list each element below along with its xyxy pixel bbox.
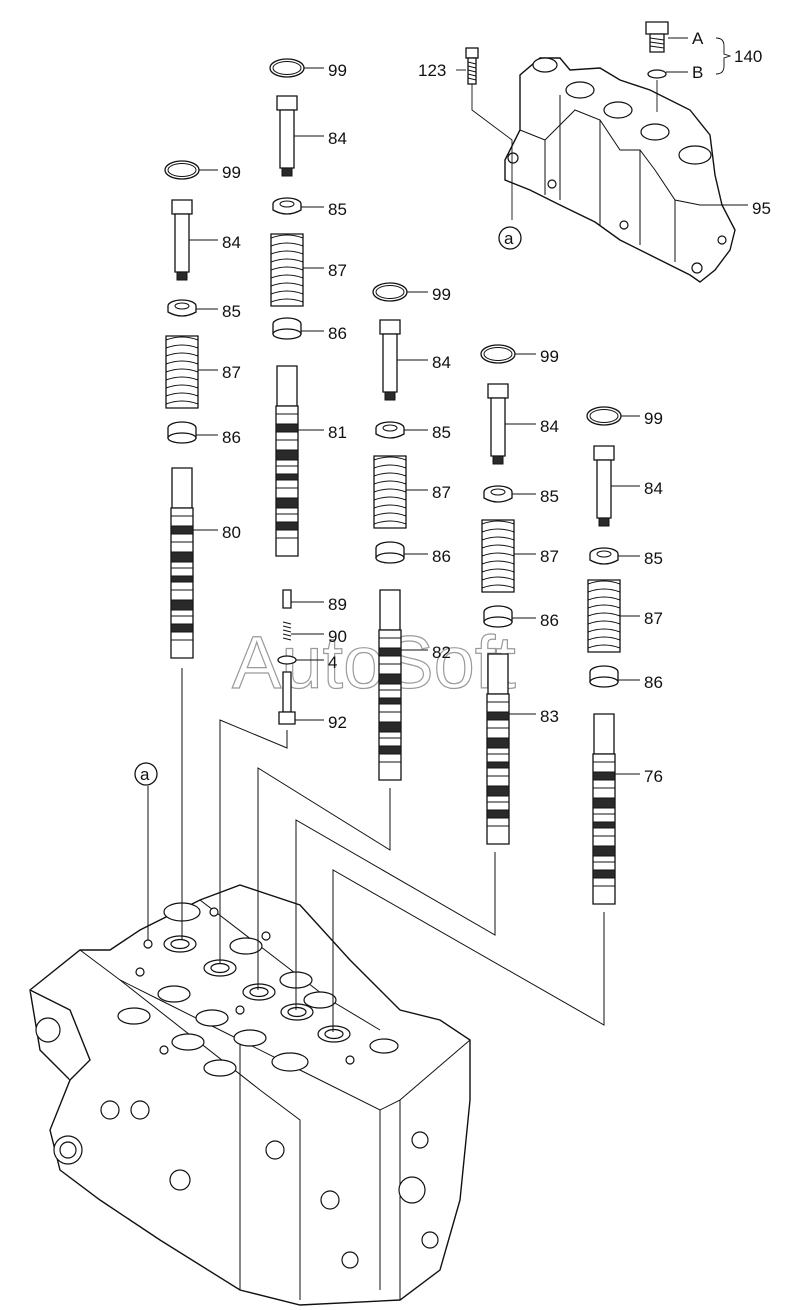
- label-spool-c-seat-bottom: 86: [432, 547, 451, 566]
- label-spool-b-seat-bottom: 86: [328, 324, 347, 343]
- label-spool-b-spool: 81: [328, 423, 347, 442]
- spool-assembly-76: 99 84 85 87 86 76: [586, 406, 663, 905]
- label-spool-c-seal: 99: [432, 285, 451, 304]
- label-spool-e-seat-top: 85: [644, 549, 663, 568]
- label-spool-b-spring: 87: [328, 261, 347, 280]
- label-spool-d-seat-bottom: 86: [540, 611, 559, 630]
- label-plug-a: A: [692, 29, 704, 48]
- label-spool-a-seat-top: 85: [222, 302, 241, 321]
- label-spool-d-spool: 83: [540, 707, 559, 726]
- valve-cover: [504, 57, 736, 283]
- label-spool-e-plug: 84: [644, 479, 663, 498]
- label-spool-b-pin: 89: [328, 595, 347, 614]
- label-spool-e-seat-bottom: 86: [644, 673, 663, 692]
- label-spool-a-seat-bottom: 86: [222, 428, 241, 447]
- label-spool-e-spool: 76: [644, 767, 663, 786]
- label-spool-b-seal: 99: [328, 61, 347, 80]
- valve-bores: [117, 902, 399, 1077]
- label-spool-c-plug: 84: [432, 353, 451, 372]
- cover-bolt: 123: [418, 47, 513, 220]
- ref-marker-bottom: a: [134, 762, 158, 786]
- label-cover: 95: [752, 199, 771, 218]
- label-ref-a-bottom: a: [140, 765, 150, 784]
- label-spool-a-spool: 80: [222, 523, 241, 542]
- label-spool-e-spring: 87: [644, 609, 663, 628]
- label-ref-a-top: a: [504, 229, 514, 248]
- spool-assembly-83: 99 84 85 87 86 83: [480, 344, 559, 845]
- label-spool-d-spring: 87: [540, 547, 559, 566]
- label-spool-d-plug: 84: [540, 417, 559, 436]
- label-spool-c-spring: 87: [432, 483, 451, 502]
- label-spool-a-plug: 84: [222, 233, 241, 252]
- label-plug-set: 140: [734, 47, 762, 66]
- label-spool-a-seal: 99: [222, 163, 241, 182]
- ref-marker-top: a: [498, 226, 522, 250]
- spool-assembly-80: 99 84 85 87 86 80: [164, 160, 241, 659]
- label-spool-e-seal: 99: [644, 409, 663, 428]
- label-spool-a-spring: 87: [222, 363, 241, 382]
- label-spool-d-seal: 99: [540, 347, 559, 366]
- valve-body: [29, 884, 471, 1306]
- label-plug-b: B: [692, 63, 703, 82]
- spool-assembly-82: 99 84 85 87 86 82: [372, 282, 451, 781]
- label-spool-b-ring: 4: [328, 653, 337, 672]
- routing-lines: [147, 668, 605, 1032]
- label-spool-c-seat-top: 85: [432, 423, 451, 442]
- label-spool-c-spool: 82: [432, 643, 451, 662]
- label-spool-d-seat-top: 85: [540, 487, 559, 506]
- spool-assembly-81: 99 84 85 87 86 81 89 90 4 92: [269, 58, 347, 732]
- watermark: AutoSoft: [232, 621, 516, 704]
- label-spool-b-plug: 84: [328, 129, 347, 148]
- label-spool-b-plunger: 92: [328, 713, 347, 732]
- label-spool-b-seat-top: 85: [328, 200, 347, 219]
- plug-assembly: A B 140: [645, 21, 762, 112]
- label-cover-bolt: 123: [418, 61, 446, 80]
- label-spool-b-spring-small: 90: [328, 627, 347, 646]
